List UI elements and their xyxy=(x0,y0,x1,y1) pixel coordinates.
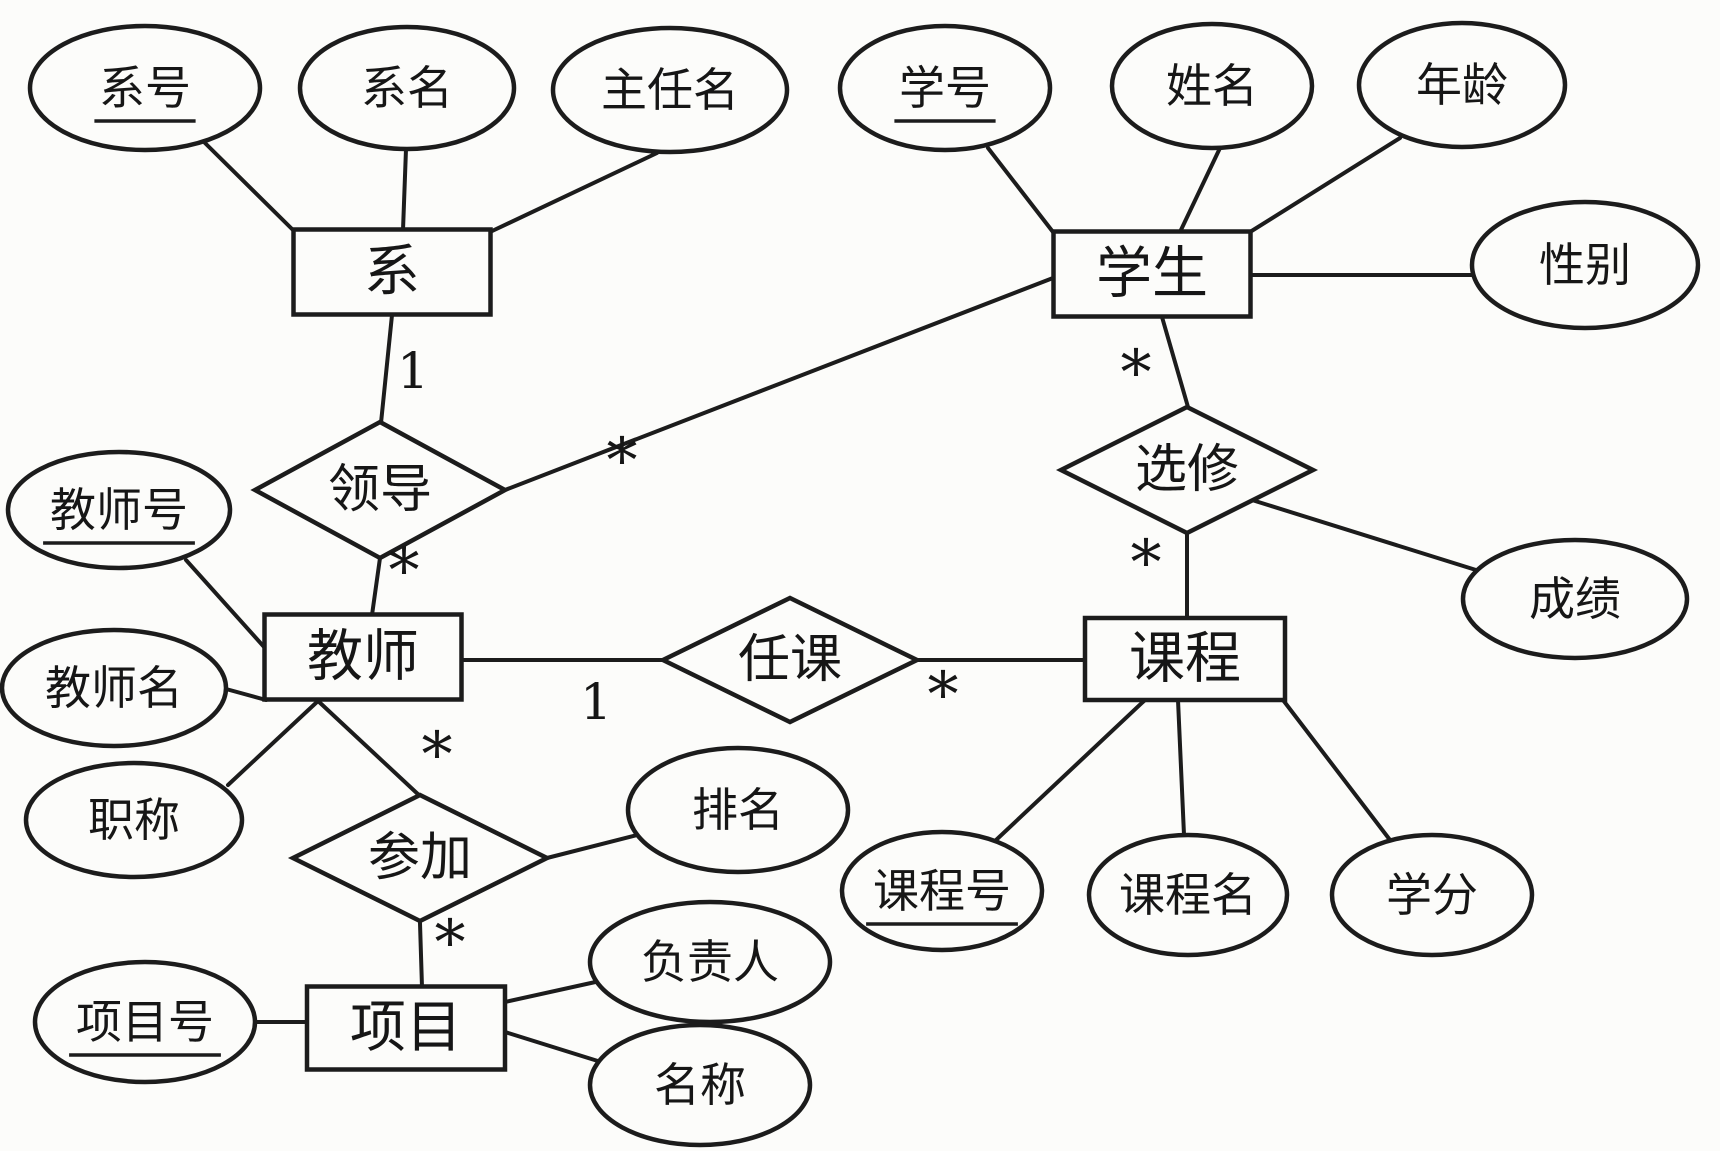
attr-dept-name-ellipse xyxy=(297,24,517,152)
edge-attr-age--entity-student xyxy=(1248,136,1402,234)
attr-score-ellipse xyxy=(1460,537,1690,661)
entity-student-rect xyxy=(1051,229,1253,319)
entity-project-rect xyxy=(304,984,508,1072)
attr-rank-ellipse xyxy=(625,745,851,875)
attr-teacher-name-label: 教师名 xyxy=(45,661,183,715)
entity-teacher-label: 教师 xyxy=(307,625,419,690)
entity-department-label: 系 xyxy=(364,240,420,305)
entity-course-rect xyxy=(1082,615,1288,703)
edge-rel-participate--attr-rank xyxy=(545,833,639,860)
attr-gender-label: 性别 xyxy=(1539,238,1631,292)
cardinality-rel-lead--entity-teacher: * xyxy=(389,534,420,607)
edge-rel-elective--attr-score xyxy=(1250,498,1478,572)
attr-student-name-label: 姓名 xyxy=(1166,59,1258,113)
cardinality-entity-teacher--rel-teach: 1 xyxy=(580,673,612,731)
rel-elective-diamond xyxy=(1055,404,1319,536)
rel-teach-label: 任课 xyxy=(738,630,842,690)
attr-dept-no-ellipse xyxy=(27,23,263,153)
edge-attr-title--entity-teacher xyxy=(226,699,320,787)
attr-dept-no-label: 系号 xyxy=(99,61,191,115)
edge-attr-dept-no--entity-department xyxy=(203,141,295,232)
attr-project-name-label: 名称 xyxy=(654,1058,746,1112)
edge-attr-director--entity-department xyxy=(488,151,659,234)
edge-attr-dept-name--entity-department xyxy=(401,147,408,232)
rel-elective-label: 选修 xyxy=(1135,440,1239,500)
rel-teach-diamond xyxy=(657,595,923,725)
edge-entity-course--attr-course-no xyxy=(993,698,1147,843)
attr-teacher-name-ellipse xyxy=(0,627,229,749)
entity-department-rect xyxy=(291,227,493,317)
edge-attr-teacher-no--entity-teacher xyxy=(184,558,267,650)
attr-gender-ellipse xyxy=(1469,199,1701,331)
attr-student-name-ellipse xyxy=(1109,21,1315,151)
attr-title-label: 职称 xyxy=(88,793,180,847)
attr-student-no-ellipse xyxy=(837,23,1053,153)
attr-project-name-ellipse xyxy=(587,1022,813,1148)
attr-director-ellipse xyxy=(550,25,790,155)
edges-layer xyxy=(184,136,1478,1064)
attr-teacher-no-label: 教师号 xyxy=(50,483,188,537)
attr-project-no-label: 项目号 xyxy=(76,995,214,1049)
cardinality-rel-participate--entity-project: * xyxy=(435,906,466,979)
attr-leader-ellipse xyxy=(587,899,833,1025)
attr-teacher-no-ellipse xyxy=(5,449,233,571)
edge-entity-teacher--rel-participate xyxy=(315,698,423,799)
rel-lead-label: 领导 xyxy=(328,460,432,520)
edge-rel-participate--entity-project xyxy=(418,921,424,989)
attr-student-no-label: 学号 xyxy=(899,61,991,115)
attr-leader-label: 负责人 xyxy=(641,935,779,989)
cardinality-entity-teacher--rel-participate: * xyxy=(422,718,453,791)
attr-credit-ellipse xyxy=(1329,832,1535,958)
cardinality-rel-elective--entity-course: * xyxy=(1131,526,1162,599)
edge-rel-lead--entity-student xyxy=(503,276,1055,492)
edge-attr-student-no--entity-student xyxy=(986,146,1055,234)
attr-age-ellipse xyxy=(1356,20,1568,150)
cardinality-rel-lead--entity-student: * xyxy=(607,424,638,497)
attr-dept-name-label: 系名 xyxy=(361,61,453,115)
attr-course-no-ellipse xyxy=(839,829,1045,953)
attr-project-no-ellipse xyxy=(32,959,258,1085)
entity-student-label: 学生 xyxy=(1096,242,1208,307)
attr-director-label: 主任名 xyxy=(601,63,739,117)
shapes-layer xyxy=(0,20,1701,1148)
cardinality-rel-teach--entity-course: * xyxy=(928,658,959,731)
edge-entity-project--attr-project-name xyxy=(503,1030,603,1064)
attr-course-no-label: 课程号 xyxy=(873,864,1011,918)
cardinality-entity-department--rel-lead: 1 xyxy=(397,342,429,400)
edge-rel-lead--entity-teacher xyxy=(370,556,382,617)
rel-participate-diamond xyxy=(287,792,553,924)
edge-entity-project--attr-leader xyxy=(503,979,602,1004)
attr-score-label: 成绩 xyxy=(1529,572,1621,626)
attr-course-name-label: 课程名 xyxy=(1119,868,1257,922)
rel-participate-label: 参加 xyxy=(368,828,472,888)
edge-entity-course--attr-credit xyxy=(1281,698,1392,842)
attr-age-label: 年龄 xyxy=(1416,58,1508,112)
attr-title-ellipse xyxy=(23,760,245,880)
edge-entity-department--rel-lead xyxy=(379,313,394,425)
edge-entity-student--rel-elective xyxy=(1160,315,1190,409)
cardinality-entity-student--rel-elective: * xyxy=(1121,336,1152,409)
edge-entity-course--attr-course-name xyxy=(1176,698,1186,837)
entity-teacher-rect xyxy=(262,612,464,702)
attr-credit-label: 学分 xyxy=(1386,868,1478,922)
entity-project-label: 项目 xyxy=(350,996,462,1061)
edge-attr-student-name--entity-student xyxy=(1178,146,1222,234)
attr-rank-label: 排名 xyxy=(692,783,784,837)
entity-course-label: 课程 xyxy=(1129,627,1241,692)
rel-lead-diamond xyxy=(250,419,510,561)
attr-course-name-ellipse xyxy=(1086,832,1290,958)
edge-attr-teacher-name--entity-teacher xyxy=(224,687,268,702)
